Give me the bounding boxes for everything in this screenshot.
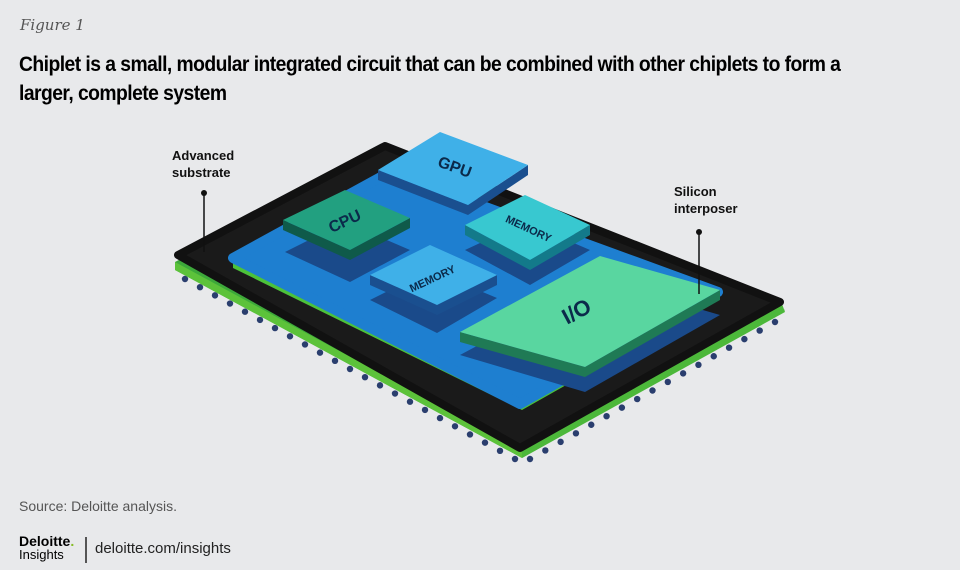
pin bbox=[649, 387, 656, 394]
pin bbox=[618, 404, 626, 411]
pin bbox=[301, 341, 309, 348]
pin bbox=[196, 283, 204, 291]
svg-text:Advanced: Advanced bbox=[172, 148, 234, 163]
footer-divider bbox=[85, 537, 87, 563]
memory-chiplet-center: MEMORY bbox=[370, 245, 497, 315]
pin bbox=[695, 361, 702, 369]
pin bbox=[316, 349, 324, 356]
deloitte-insights-logo: Deloitte. Insights bbox=[19, 533, 75, 562]
svg-text:Silicon: Silicon bbox=[674, 184, 717, 199]
pin bbox=[181, 275, 189, 283]
pin bbox=[588, 421, 595, 428]
pin bbox=[376, 382, 384, 389]
pin bbox=[481, 439, 489, 446]
pin bbox=[421, 406, 429, 414]
svg-text:substrate: substrate bbox=[172, 165, 231, 180]
pin bbox=[526, 455, 534, 463]
figure-label: Figure 1 bbox=[20, 16, 85, 34]
source-note: Source: Deloitte analysis. bbox=[19, 498, 177, 514]
pin bbox=[346, 365, 354, 373]
pin bbox=[710, 353, 717, 360]
pin bbox=[511, 455, 519, 463]
pin bbox=[725, 344, 733, 351]
pin bbox=[572, 430, 580, 437]
pin bbox=[496, 447, 504, 455]
pin bbox=[603, 412, 610, 420]
pin bbox=[451, 423, 459, 430]
pin bbox=[406, 398, 414, 405]
io-chiplet: I/O bbox=[460, 256, 720, 377]
pin bbox=[542, 447, 549, 454]
pin bbox=[331, 357, 339, 365]
pin bbox=[271, 324, 279, 332]
callout-substrate: Advanced substrate bbox=[172, 148, 234, 252]
pin bbox=[633, 395, 641, 403]
pin bbox=[286, 333, 294, 340]
page-title: Chiplet is a small, modular integrated c… bbox=[19, 53, 841, 105]
pin bbox=[679, 370, 687, 377]
pin bbox=[466, 431, 474, 438]
cpu-chiplet: CPU bbox=[283, 190, 410, 260]
svg-text:interposer: interposer bbox=[674, 201, 738, 216]
pin bbox=[241, 308, 249, 315]
pin bbox=[256, 316, 264, 324]
footer-url[interactable]: deloitte.com/insights bbox=[95, 540, 231, 557]
pin bbox=[557, 438, 564, 446]
pin bbox=[391, 390, 399, 397]
callout-interposer: Silicon interposer bbox=[674, 184, 738, 294]
pin bbox=[361, 373, 369, 381]
pin bbox=[436, 414, 444, 422]
pin bbox=[226, 300, 234, 307]
gpu-chiplet: GPU bbox=[378, 132, 528, 215]
pin bbox=[756, 327, 763, 334]
memory-chiplet-right: MEMORY bbox=[465, 195, 590, 270]
substrate-pins bbox=[181, 275, 779, 463]
pin bbox=[741, 335, 748, 343]
pin bbox=[664, 378, 672, 386]
pin bbox=[771, 318, 779, 326]
pin bbox=[211, 292, 219, 299]
